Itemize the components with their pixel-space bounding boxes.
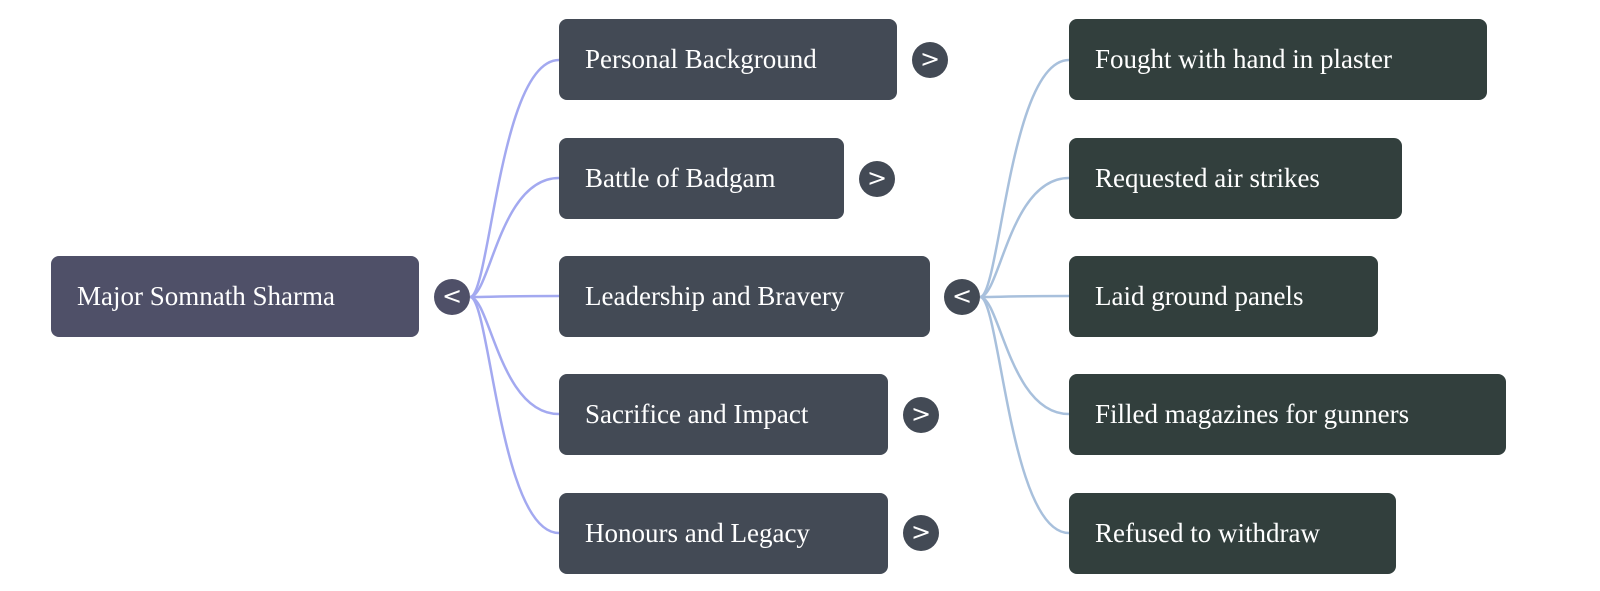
branch-connector — [979, 58, 1070, 299]
leaf-label: Refused to withdraw — [1095, 518, 1320, 548]
branch-label: Leadership and Bravery — [585, 281, 845, 311]
root-label: Major Somnath Sharma — [77, 281, 335, 311]
branch-node-leadership-and-bravery[interactable]: Leadership and Bravery — [559, 256, 930, 337]
branch-node-personal-background[interactable]: Personal Background — [559, 19, 897, 100]
leaf-node[interactable]: Fought with hand in plaster — [1069, 19, 1487, 100]
collapse-toggle-icon[interactable]: < — [944, 279, 980, 315]
branch-label: Battle of Badgam — [585, 163, 776, 193]
root-connector — [469, 176, 560, 299]
branch-node-sacrifice-and-impact[interactable]: Sacrifice and Impact — [559, 374, 888, 455]
branch-connector — [979, 176, 1070, 299]
expand-toggle-icon[interactable]: > — [903, 397, 939, 433]
leaf-label: Filled magazines for gunners — [1095, 399, 1410, 429]
collapse-root-toggle-icon[interactable]: < — [434, 279, 470, 315]
root-connector — [469, 295, 560, 535]
leaf-node[interactable]: Refused to withdraw — [1069, 493, 1396, 574]
branch-connector — [979, 294, 1070, 299]
expand-toggle-icon[interactable]: > — [903, 515, 939, 551]
leaf-label: Laid ground panels — [1095, 281, 1304, 311]
leaf-label: Requested air strikes — [1095, 163, 1320, 193]
branch-label: Sacrifice and Impact — [585, 399, 809, 429]
branch-node-battle-of-badgam[interactable]: Battle of Badgam — [559, 138, 844, 219]
leaf-label: Fought with hand in plaster — [1095, 44, 1392, 74]
leaf-node[interactable]: Laid ground panels — [1069, 256, 1378, 337]
leaf-node[interactable]: Requested air strikes — [1069, 138, 1402, 219]
expand-toggle-icon[interactable]: > — [912, 42, 948, 78]
leaf-node[interactable]: Filled magazines for gunners — [1069, 374, 1506, 455]
root-connector — [469, 294, 560, 299]
branch-connector — [979, 295, 1070, 416]
branch-connector — [979, 295, 1070, 535]
branch-node-honours-and-legacy[interactable]: Honours and Legacy — [559, 493, 888, 574]
root-connector — [469, 295, 560, 416]
root-connector — [469, 58, 560, 299]
root-node[interactable]: Major Somnath Sharma — [51, 256, 419, 337]
branch-label: Personal Background — [585, 44, 817, 74]
expand-toggle-icon[interactable]: > — [859, 161, 895, 197]
branch-label: Honours and Legacy — [585, 518, 810, 548]
